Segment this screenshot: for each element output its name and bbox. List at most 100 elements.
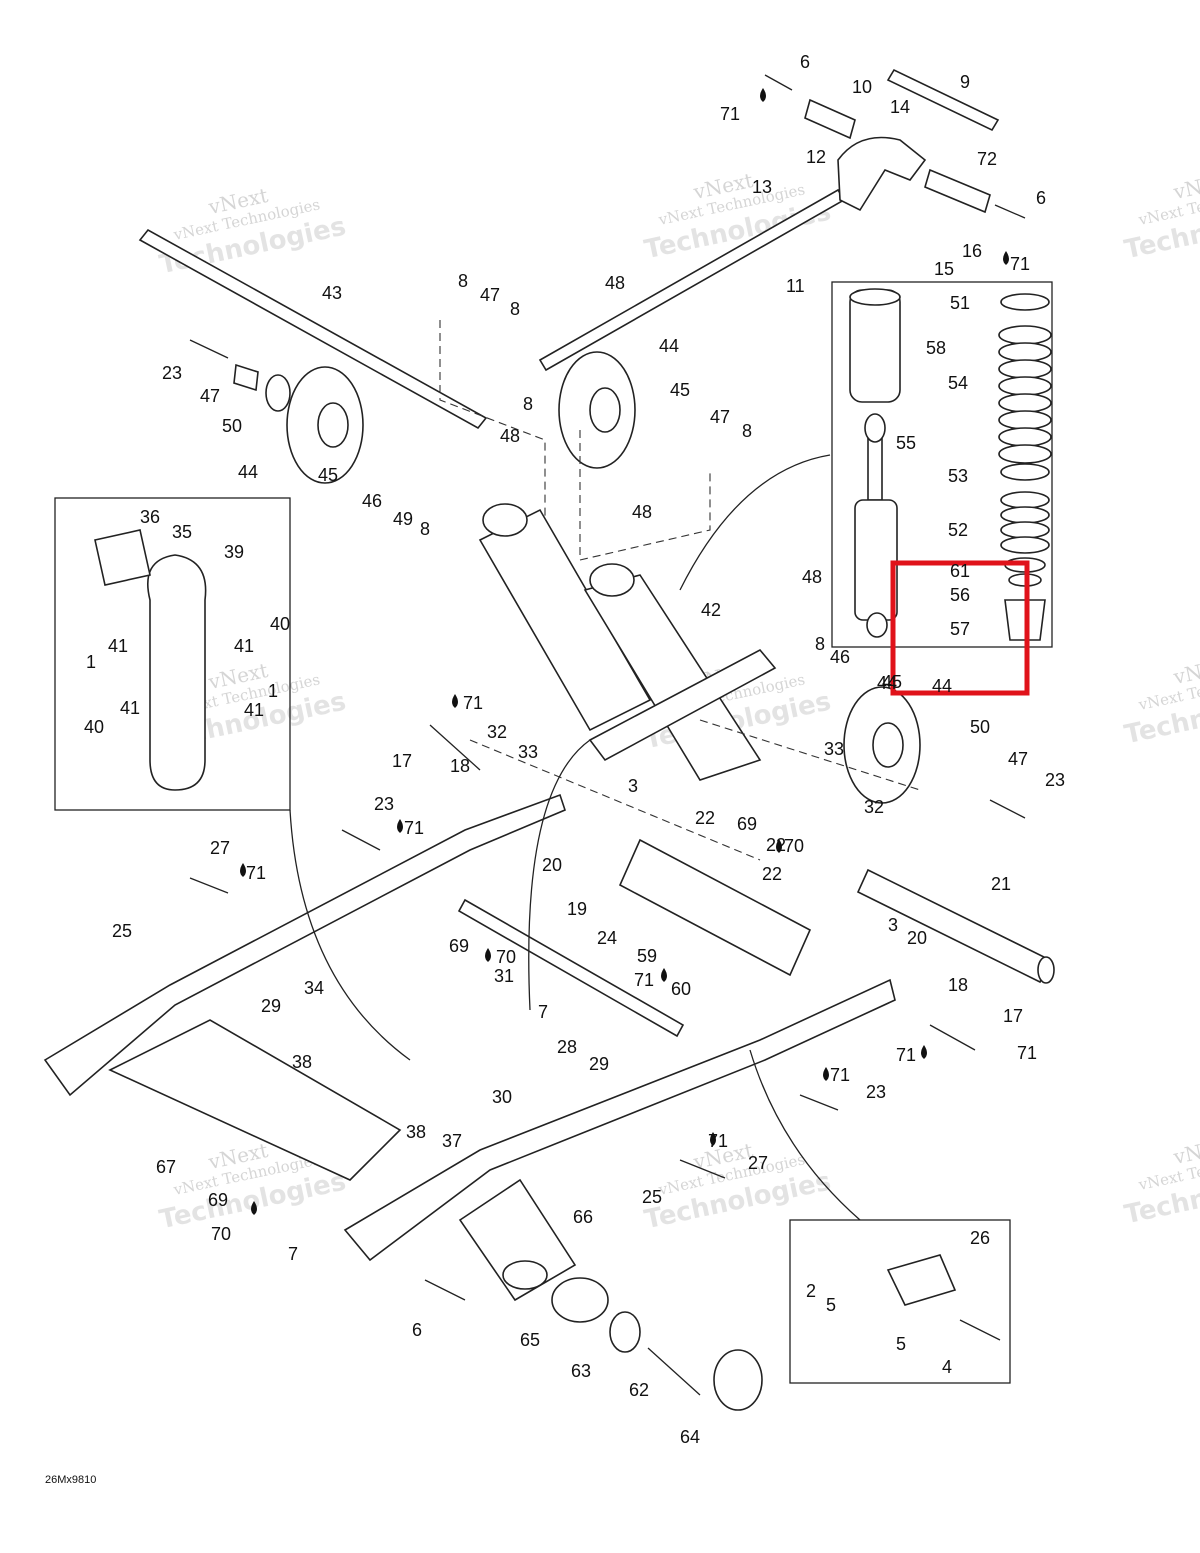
- callout-label: 57: [950, 619, 970, 639]
- callout-label: 71: [896, 1045, 916, 1065]
- callout-label: 23: [162, 363, 182, 383]
- callout-label: 21: [991, 874, 1011, 894]
- rod-43: [138, 228, 488, 430]
- bolt-17: [929, 1024, 976, 1051]
- callout-label: 8: [510, 299, 520, 319]
- callout-label: 6: [412, 1320, 422, 1340]
- callout-label: 50: [222, 416, 242, 436]
- callout-label: 2: [806, 1281, 816, 1301]
- callout-label: 29: [589, 1054, 609, 1074]
- swing-arm-42: [588, 648, 777, 762]
- callout-label: 43: [322, 283, 342, 303]
- bracket-12: [837, 136, 927, 212]
- callout-label: 59: [637, 946, 657, 966]
- callout-label: 6: [1036, 188, 1046, 208]
- callout-label: 33: [824, 739, 844, 759]
- callout-label: 22: [695, 808, 715, 828]
- inset-box-left: [54, 497, 291, 811]
- oil-drop-icon: [921, 1045, 927, 1059]
- callout-label: 69: [208, 1190, 228, 1210]
- callout-label: 47: [200, 386, 220, 406]
- flow-curve: [289, 809, 411, 1061]
- flow-curve: [679, 454, 831, 591]
- callout-label: 45: [318, 465, 338, 485]
- callout-label: 51: [950, 293, 970, 313]
- callout-labels: 1123345566677888888910111213141516171718…: [84, 52, 1065, 1447]
- callout-label: 47: [480, 285, 500, 305]
- callout-label: 70: [784, 836, 804, 856]
- bolt-4: [959, 1319, 1001, 1341]
- rod-21-end: [1037, 956, 1055, 984]
- oil-drop-icon: [240, 863, 246, 877]
- callout-label: 20: [542, 855, 562, 875]
- callout-label: 29: [261, 996, 281, 1016]
- shock-eye: [589, 563, 635, 597]
- callout-label: 23: [1045, 770, 1065, 790]
- callout-label: 38: [292, 1052, 312, 1072]
- callout-label: 31: [494, 966, 514, 986]
- highlight-box: [890, 560, 1030, 696]
- callout-label: 71: [1010, 254, 1030, 274]
- inset-box-shock: [831, 281, 1053, 648]
- callout-label: 18: [450, 756, 470, 776]
- bumper-58-top: [849, 288, 901, 306]
- bolt-27: [189, 877, 229, 894]
- callout-label: 48: [605, 273, 625, 293]
- bushing-65: [551, 1277, 609, 1323]
- callout-label: 42: [701, 600, 721, 620]
- flow-curve: [749, 1049, 861, 1221]
- callout-label: 26: [970, 1228, 990, 1248]
- callout-label: 11: [786, 276, 805, 296]
- callout-label: 36: [140, 507, 160, 527]
- callout-label: 61: [950, 561, 970, 581]
- bolt-23: [341, 829, 381, 851]
- callout-label: 7: [538, 1002, 548, 1022]
- shaft-19: [618, 838, 812, 977]
- callout-label: 69: [737, 814, 757, 834]
- callout-label: 10: [852, 77, 872, 97]
- callout-label: 40: [270, 614, 290, 634]
- reference-code: 26Mx9810: [45, 1474, 96, 1486]
- bolt-62: [647, 1347, 701, 1396]
- callout-label: 8: [458, 271, 468, 291]
- oil-drop-icon: [452, 694, 458, 708]
- callout-label: 65: [520, 1330, 540, 1350]
- callout-label: 71: [830, 1065, 850, 1085]
- callout-label: 25: [112, 921, 132, 941]
- callout-label: 4: [942, 1357, 952, 1377]
- assembly-line: [439, 320, 546, 520]
- callout-label: 40: [84, 717, 104, 737]
- assembly-line: [469, 739, 761, 861]
- callout-label: 60: [671, 979, 691, 999]
- callout-label: 33: [518, 742, 538, 762]
- callout-label: 64: [680, 1427, 700, 1447]
- callout-label: 28: [557, 1037, 577, 1057]
- callout-label: 48: [802, 567, 822, 587]
- callout-label: 71: [463, 693, 483, 713]
- rod-21: [856, 868, 1052, 984]
- callout-label: 18: [948, 975, 968, 995]
- callout-label: 20: [907, 928, 927, 948]
- callout-label: 72: [977, 149, 997, 169]
- oil-drop-icon: [485, 948, 491, 962]
- bumper-58: [849, 289, 901, 403]
- bolt-17: [429, 724, 481, 771]
- flow-curve: [528, 739, 591, 1011]
- shock-eye-55: [866, 612, 888, 638]
- callout-label: 41: [108, 636, 128, 656]
- part-drawings: [43, 68, 1055, 1411]
- callout-label: 37: [442, 1131, 462, 1151]
- callout-label: 45: [882, 672, 902, 692]
- washer-63: [609, 1311, 641, 1353]
- callout-label: 1: [268, 681, 278, 701]
- shock-eye-55: [864, 413, 886, 443]
- cap-64: [713, 1349, 763, 1411]
- bolt-6: [424, 1279, 466, 1301]
- oil-drop-icon: [823, 1067, 829, 1081]
- callout-label: 8: [420, 519, 430, 539]
- lubricant-drop-icons: [240, 88, 1009, 1215]
- callout-label: 16: [962, 241, 982, 261]
- callout-label: 17: [392, 751, 412, 771]
- callout-label: 50: [970, 717, 990, 737]
